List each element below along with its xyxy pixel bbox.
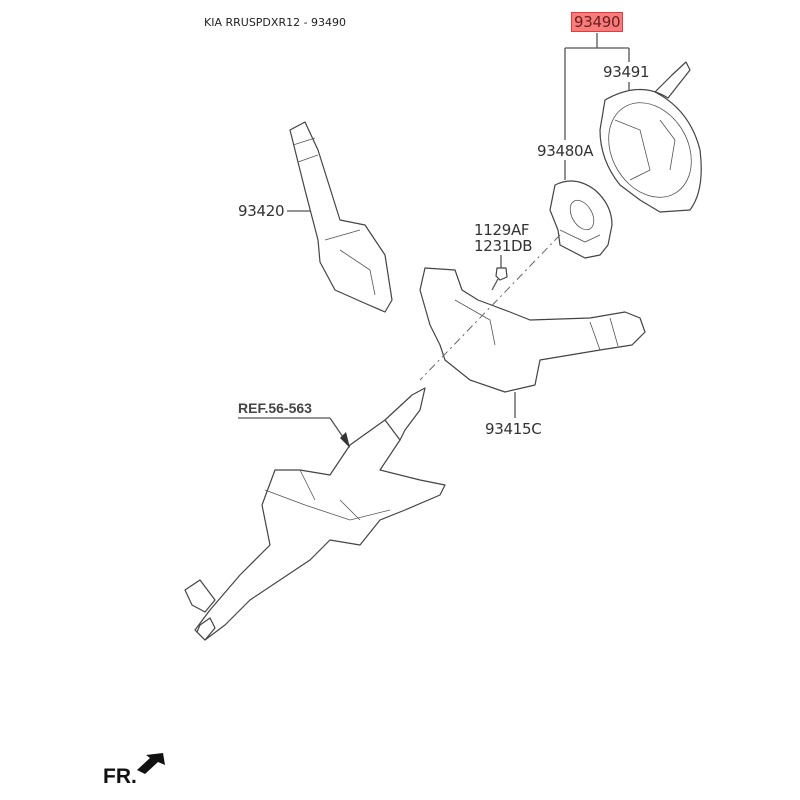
angle-sensor-part[interactable]	[549, 180, 613, 259]
reference-label[interactable]: REF.56-563	[238, 400, 312, 416]
callout-93415c[interactable]: 93415C	[485, 420, 542, 438]
callout-93491[interactable]: 93491	[603, 63, 650, 81]
highlighted-part-label[interactable]: 93490	[571, 12, 624, 32]
clock-spring-part[interactable]	[592, 61, 708, 213]
callout-93490[interactable]: 93490	[571, 12, 624, 32]
diagram-title: KIA RRUSPDXR12 - 93490	[204, 16, 347, 29]
callout-1231db[interactable]: 1231DB	[474, 237, 533, 255]
wiper-switch-part[interactable]	[287, 121, 393, 313]
steering-column-part[interactable]	[184, 387, 446, 641]
axis-line	[419, 234, 561, 381]
assembly-bracket	[564, 33, 630, 180]
callout-93480a[interactable]: 93480A	[537, 142, 594, 160]
front-direction-arrow-icon	[137, 753, 165, 774]
callout-1129af[interactable]: 1129AF	[474, 221, 530, 239]
bolt-part[interactable]	[491, 255, 508, 291]
ref-leader	[238, 417, 350, 448]
front-label: FR.	[103, 765, 137, 788]
callout-93420[interactable]: 93420	[238, 202, 285, 220]
multifunction-switch-part[interactable]	[419, 267, 646, 418]
